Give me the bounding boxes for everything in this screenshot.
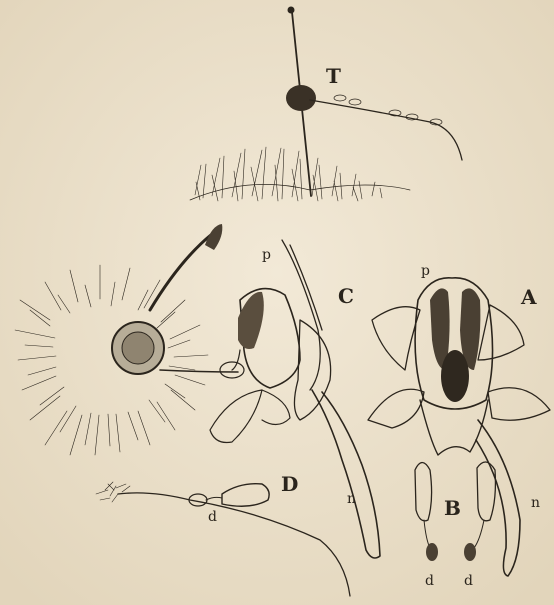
pollinia-mass	[286, 85, 316, 111]
pin-head	[288, 7, 295, 14]
